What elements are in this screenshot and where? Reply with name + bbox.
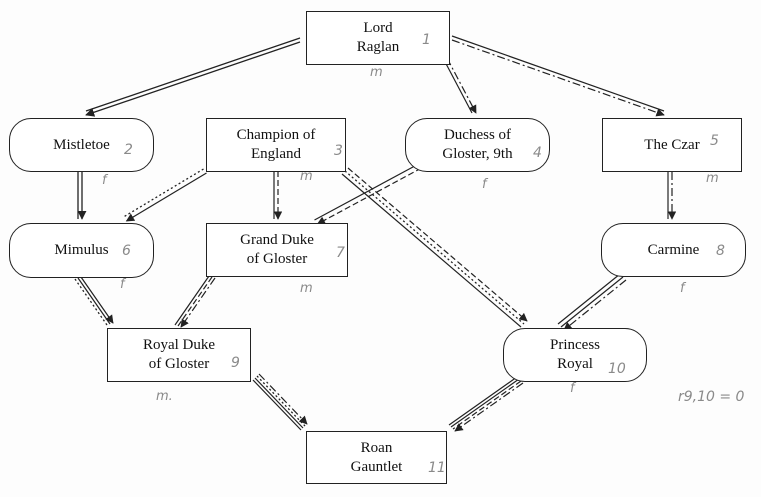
handwritten-number-mistletoe: 2 (124, 142, 133, 158)
node-mimulus: Mimulus (9, 223, 154, 278)
node-lord-raglan: Lord Raglan (306, 11, 450, 65)
edge-carmine-princessroyal (557, 273, 627, 331)
node-mistletoe: Mistletoe (9, 118, 154, 172)
edge-grandduke-royalduke (174, 275, 216, 328)
handwritten-number-carmine: 8 (716, 243, 725, 259)
edge-duchess-grandduke (314, 163, 422, 225)
handwritten-sex-lord-raglan: m (370, 65, 383, 80)
node-grand-duke-of-gloster: Grand Duke of Gloster (206, 223, 348, 277)
edge-champion-grandduke (273, 171, 283, 220)
node-duchess-of-gloster: Duchess of Gloster, 9th (405, 118, 550, 172)
handwritten-sex-champion: m (300, 169, 313, 184)
edge-lordraglan-mistletoe (85, 37, 301, 117)
handwritten-number-grand-duke: 7 (336, 245, 345, 261)
handwritten-sex-duchess: f (482, 177, 487, 192)
handwritten-number-princess-royal: 10 (608, 361, 626, 377)
handwritten-sex-grand-duke: m (300, 281, 313, 296)
edge-mistletoe-mimulus (77, 172, 87, 220)
node-carmine: Carmine (601, 223, 746, 277)
node-princess-royal: Princess Royal (503, 328, 647, 382)
handwritten-number-royal-duke: 9 (231, 355, 240, 371)
edge-czar-carmine (667, 172, 677, 220)
edge-lordraglan-duchess (442, 57, 477, 114)
handwritten-sex-mistletoe: f (102, 173, 107, 188)
node-royal-duke-of-gloster: Royal Duke of Gloster (107, 328, 251, 382)
handwritten-number-lord-raglan: 1 (422, 32, 431, 48)
edge-champion-mimulus (123, 168, 207, 222)
edge-princessroyal-roangauntlet (448, 376, 524, 432)
edge-champion-princessroyal (341, 167, 528, 328)
edge-lordraglan-czar (451, 35, 665, 117)
handwritten-sex-carmine: f (680, 281, 685, 296)
handwritten-annotation: r9,10 = 0 (678, 389, 745, 405)
handwritten-number-czar: 5 (710, 133, 719, 149)
edge-mimulus-royalduke (74, 276, 114, 326)
node-champion-of-england: Champion of England (206, 118, 346, 172)
handwritten-sex-mimulus: f (120, 277, 125, 292)
handwritten-sex-royal-duke: m. (156, 389, 173, 404)
handwritten-number-duchess: 4 (533, 145, 542, 161)
edge-royalduke-roangauntlet (252, 373, 308, 431)
handwritten-number-mimulus: 6 (122, 243, 131, 259)
handwritten-number-champion: 3 (334, 143, 343, 159)
node-the-czar: The Czar (602, 118, 742, 172)
node-roan-gauntlet: Roan Gauntlet (306, 431, 447, 484)
handwritten-sex-czar: m (706, 171, 719, 186)
handwritten-sex-princess-royal: f (570, 381, 575, 396)
handwritten-number-roan-gauntlet: 11 (428, 460, 446, 476)
